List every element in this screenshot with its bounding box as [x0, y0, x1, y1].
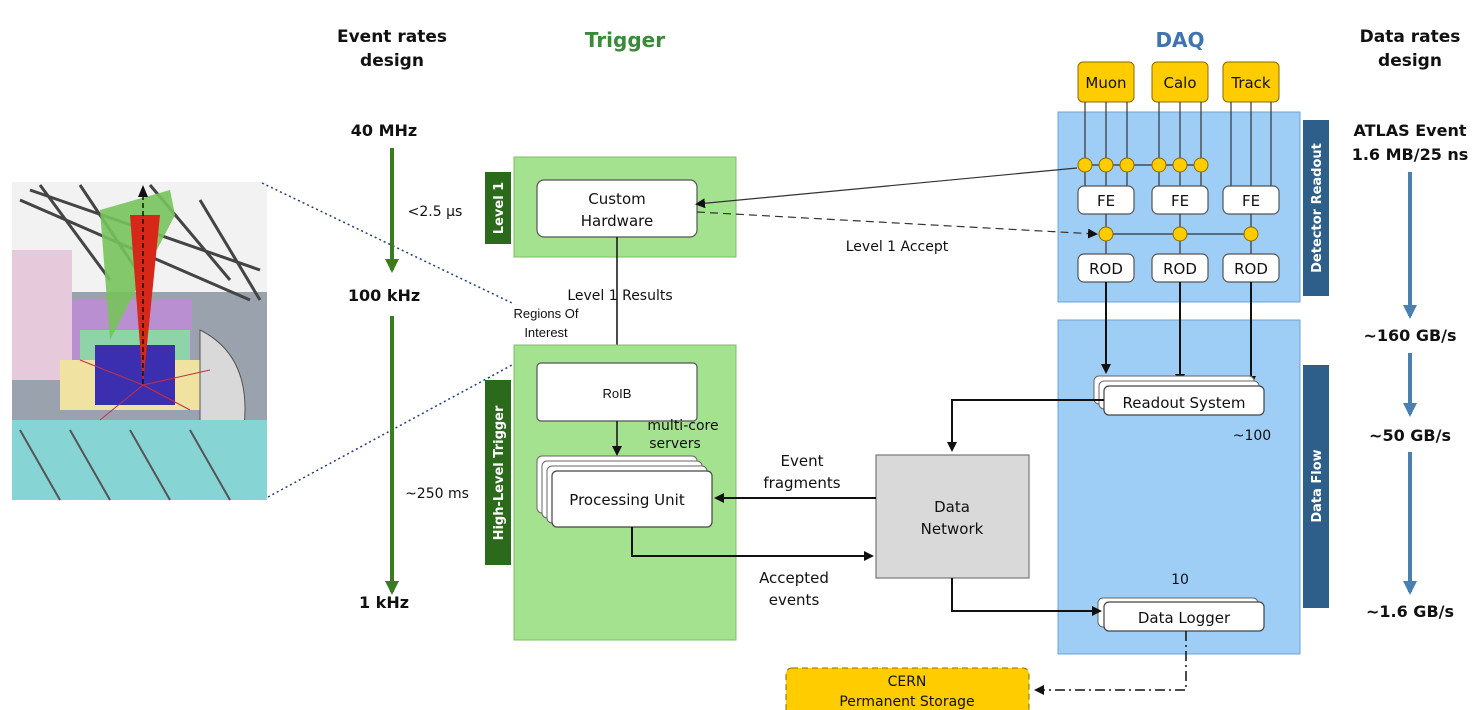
level1-label: Level 1 — [492, 182, 507, 234]
hlt-label: High-Level Trigger — [492, 405, 507, 540]
rate-100khz: 100 kHz — [348, 286, 420, 305]
trigger-heading: Trigger — [585, 28, 665, 52]
accepted-events-line1: Accepted — [759, 569, 829, 587]
event-fragments-line1: Event — [781, 452, 824, 470]
data-network-box — [875, 454, 1030, 579]
fe-label-calo: FE — [1171, 192, 1189, 210]
latency-hlt: ~250 ms — [405, 486, 469, 502]
custom-hardware-line1: Custom — [588, 190, 645, 208]
rod-label-muon: ROD — [1089, 260, 1123, 278]
rod-label-calo: ROD — [1163, 260, 1197, 278]
logger-count: 10 — [1171, 572, 1189, 588]
data-logger-label: Data Logger — [1138, 609, 1231, 627]
level1-accept-label: Level 1 Accept — [846, 239, 949, 255]
data-network-line2: Network — [921, 520, 984, 538]
ros-to-network-arrow — [947, 399, 1104, 452]
detector-illustration — [12, 182, 267, 501]
detector-to-level1-arrow — [695, 167, 1078, 209]
atlas-event-line2: 1.6 MB/25 ns — [1352, 145, 1469, 164]
accepted-events-line2: events — [769, 591, 820, 609]
event-rates-heading-line2: design — [360, 51, 424, 71]
zoom-lines — [261, 182, 513, 498]
dataflow-label: Data Flow — [1310, 449, 1325, 522]
latency-level1: <2.5 μs — [408, 204, 463, 220]
muon-label: Muon — [1085, 74, 1126, 92]
servers-line1: multi-core — [647, 418, 718, 434]
data-rates-heading-line1: Data rates — [1360, 27, 1461, 47]
trigger-tap-dots — [1077, 157, 1209, 173]
event-fragments-line2: fragments — [763, 474, 840, 492]
readout-system-label: Readout System — [1123, 394, 1246, 412]
rod-to-readout-arrows — [1101, 282, 1256, 386]
rod-label-track: ROD — [1234, 260, 1268, 278]
detector-readout-label: Detector Readout — [1310, 143, 1325, 273]
level1-results-label: Level 1 Results — [567, 288, 672, 304]
fe-label-muon: FE — [1097, 192, 1115, 210]
daq-heading: DAQ — [1155, 28, 1204, 52]
track-label: Track — [1230, 74, 1271, 92]
permanent-storage-box — [785, 667, 1030, 710]
level1-tab — [485, 172, 511, 244]
accept-dots — [1098, 226, 1259, 242]
data-logger-box — [1103, 601, 1265, 632]
rate-50gbs: ~50 GB/s — [1369, 426, 1451, 445]
ros-count: ~100 — [1233, 428, 1271, 444]
rate-40mhz: 40 MHz — [351, 121, 417, 140]
network-to-logger-arrow — [951, 578, 1102, 616]
atlas-event-line1: ATLAS Event — [1354, 121, 1467, 140]
custom-hardware-line2: Hardware — [581, 212, 653, 230]
data-rates-heading-line2: design — [1378, 51, 1442, 71]
rate-1-6gbs: ~1.6 GB/s — [1366, 602, 1454, 621]
roi-label-line1: Regions Of — [513, 306, 578, 321]
servers-line2: servers — [649, 436, 701, 452]
storage-line2: Permanent Storage — [839, 694, 974, 710]
rate-1khz: 1 kHz — [359, 593, 409, 612]
roi-label-line2: Interest — [524, 325, 568, 340]
fe-label-track: FE — [1242, 192, 1260, 210]
storage-line1: CERN — [888, 674, 927, 690]
level1-accept-arrow — [696, 211, 1098, 239]
roib-label: RoIB — [603, 386, 632, 401]
detector-readout-tab — [1303, 120, 1329, 296]
pu-to-network-arrow — [631, 527, 874, 561]
calo-label: Calo — [1163, 74, 1196, 92]
rate-160gbs: ~160 GB/s — [1363, 326, 1456, 345]
hlt-tab — [485, 380, 511, 565]
data-network-line1: Data — [934, 498, 970, 516]
processing-unit-label: Processing Unit — [569, 491, 685, 509]
dataflow-tab — [1303, 365, 1329, 608]
event-rates-heading-line1: Event rates — [337, 27, 447, 47]
